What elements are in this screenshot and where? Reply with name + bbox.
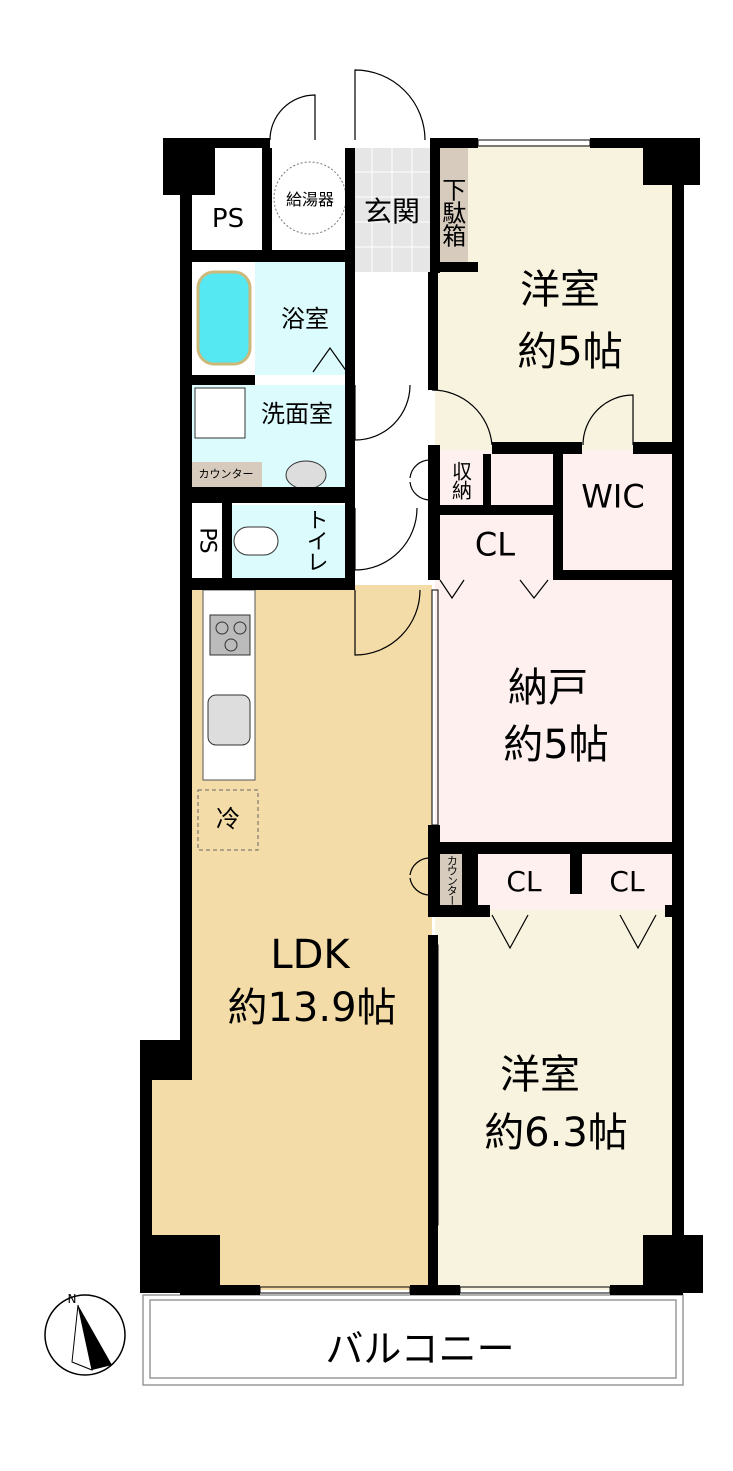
wic-label: WIC xyxy=(581,477,645,516)
fridge-space xyxy=(197,789,259,851)
closet-1-label: CL xyxy=(474,525,516,564)
washroom-label: 洗面室 xyxy=(261,400,333,429)
ldk-name: LDK xyxy=(270,932,350,978)
entrance-floor xyxy=(352,148,434,272)
balcony-outline xyxy=(142,1294,684,1386)
wet-area-floor xyxy=(190,262,348,580)
bathroom-label: 浴室 xyxy=(281,305,329,334)
compass-north-label: N xyxy=(67,1292,77,1307)
windows xyxy=(259,139,611,1294)
sink-icon xyxy=(207,694,251,746)
stove-icon xyxy=(209,614,251,656)
counters xyxy=(192,148,468,907)
entrance-label: 玄関 xyxy=(363,194,421,228)
entrance-tile-grid xyxy=(352,148,432,272)
closet-2-label: CL xyxy=(506,864,542,898)
water-heater-label: 給湯器 xyxy=(285,189,335,209)
compass-arrow-icon xyxy=(78,1305,112,1370)
western-room-1-size: 約5帖 xyxy=(517,329,623,375)
fridge-label: 冷 xyxy=(216,805,240,834)
western-room-2-size: 約6.3帖 xyxy=(484,1110,628,1156)
storage-label: 収納 xyxy=(448,461,473,499)
western-rooms-floor xyxy=(435,145,675,1290)
western-room-1-name: 洋室 xyxy=(520,267,600,313)
washing-machine-space xyxy=(194,387,246,439)
shoe-box-label: 下駄箱 xyxy=(437,177,466,247)
walls xyxy=(140,138,703,1295)
ldk-size: 約13.9帖 xyxy=(227,985,397,1031)
closet-3-label: CL xyxy=(609,864,645,898)
toilet-icon xyxy=(233,526,279,556)
storeroom-size: 約5帖 xyxy=(503,722,609,768)
storeroom-wic-closets-floor xyxy=(435,450,675,910)
storeroom-name: 納戸 xyxy=(508,665,588,711)
toilet-label: トイレ xyxy=(302,508,328,572)
washroom-counter-label: カウンター xyxy=(198,467,254,481)
hall-counter-label: カウンター xyxy=(445,855,459,905)
balcony-label: バルコニー xyxy=(325,1327,515,1372)
door-swings xyxy=(269,69,657,950)
western-room-2-name: 洋室 xyxy=(500,1052,580,1098)
bathtub-icon xyxy=(196,270,252,366)
ps-top-label: PS xyxy=(211,204,245,235)
washbasin-icon xyxy=(285,460,327,490)
ps-lower-label: PS xyxy=(194,527,220,553)
compass-arrow-outline-icon xyxy=(71,1304,93,1371)
